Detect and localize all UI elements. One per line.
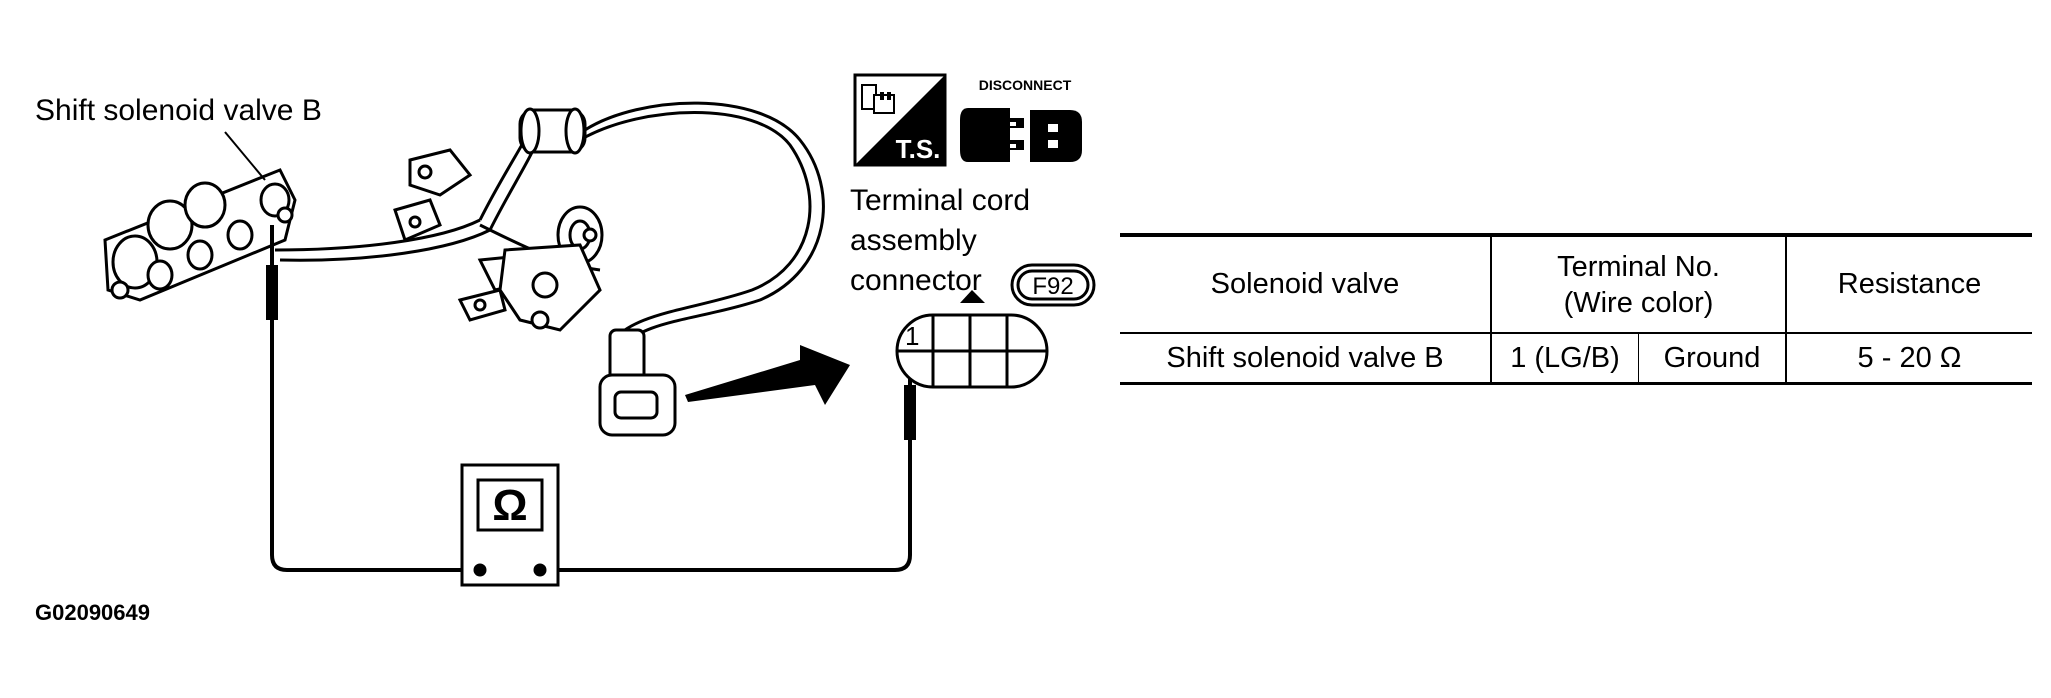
header-solenoid: Solenoid valve — [1120, 235, 1492, 333]
connector-code: F92 — [1032, 273, 1073, 300]
ts-icon — [853, 73, 947, 167]
direction-arrow — [685, 345, 850, 405]
harness-brackets — [393, 148, 604, 332]
probe-right — [904, 385, 916, 440]
ohm-symbol: Ω — [492, 481, 527, 530]
cell-terminal: 1 (LG/B) — [1491, 333, 1639, 384]
header-terminal-line1: Terminal No. — [1557, 250, 1720, 283]
table-header-row: Solenoid valve Terminal No. (Wire color)… — [1120, 235, 2032, 333]
harness-grommet — [518, 107, 587, 155]
cell-ground: Ground — [1638, 333, 1787, 384]
terminal-cord-label-line1: Terminal cord — [850, 184, 1031, 217]
connector-code-badge — [1010, 263, 1096, 307]
connector-latch-arrow — [960, 290, 985, 303]
cell-resistance: 5 - 20 Ω — [1857, 341, 1962, 374]
disconnect-text: DISCONNECT — [979, 77, 1072, 93]
cell-solenoid: Shift solenoid valve B — [1120, 333, 1492, 384]
terminal-cord-label-line2: assembly — [850, 224, 977, 257]
table-row: Shift solenoid valve B 1 (LG/B) Ground 5… — [1120, 333, 2032, 384]
terminal-cord-label-line3: connector — [850, 264, 982, 297]
solenoid-label: Shift solenoid valve B — [35, 94, 322, 127]
ohmmeter — [460, 463, 560, 587]
header-resistance: Resistance — [1837, 268, 1982, 300]
harness-connector-plug — [598, 328, 677, 437]
disconnect-icon — [960, 108, 1082, 162]
connector-face — [895, 313, 1049, 389]
solenoid-valve-body — [103, 168, 297, 302]
figure-id: G02090649 — [35, 600, 150, 625]
header-terminal-line2: (Wire color) — [1563, 286, 1714, 319]
probe-left — [266, 265, 278, 320]
solenoid-leader-line — [224, 131, 266, 181]
pin-number: 1 — [905, 321, 919, 351]
resistance-spec-table: Solenoid valve Terminal No. (Wire color)… — [1120, 233, 2032, 385]
ts-badge-text: T.S. — [896, 134, 941, 164]
header-terminal: Terminal No. (Wire color) — [1491, 235, 1787, 333]
meter-leads — [270, 225, 912, 572]
